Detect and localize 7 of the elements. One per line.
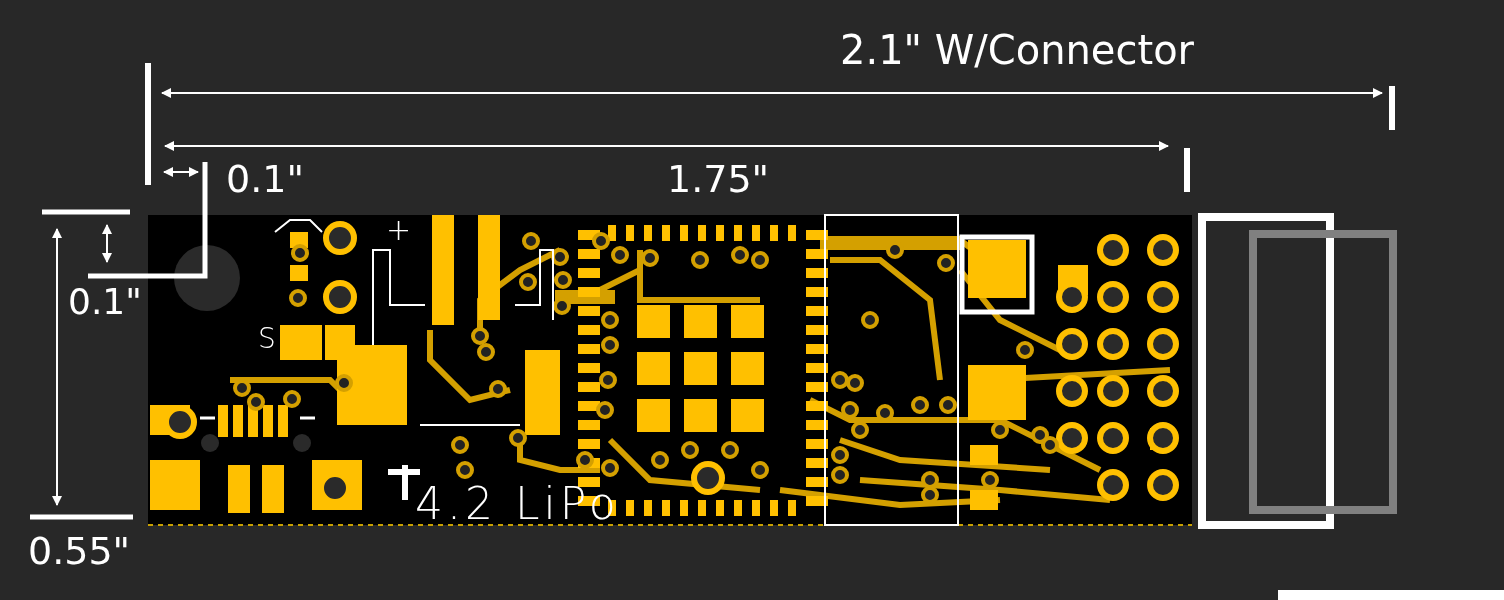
dimension-label: 0.1" [226, 160, 304, 198]
dimension-label: 2.1" W/Connector [840, 30, 1195, 70]
polarity-label: + [386, 215, 412, 245]
dimension-label: 0.55" [28, 532, 131, 570]
dimension-label: 1.75" [667, 160, 770, 198]
dimension-label: 0.1" [68, 284, 142, 320]
silkscreen-label: S [258, 325, 276, 353]
